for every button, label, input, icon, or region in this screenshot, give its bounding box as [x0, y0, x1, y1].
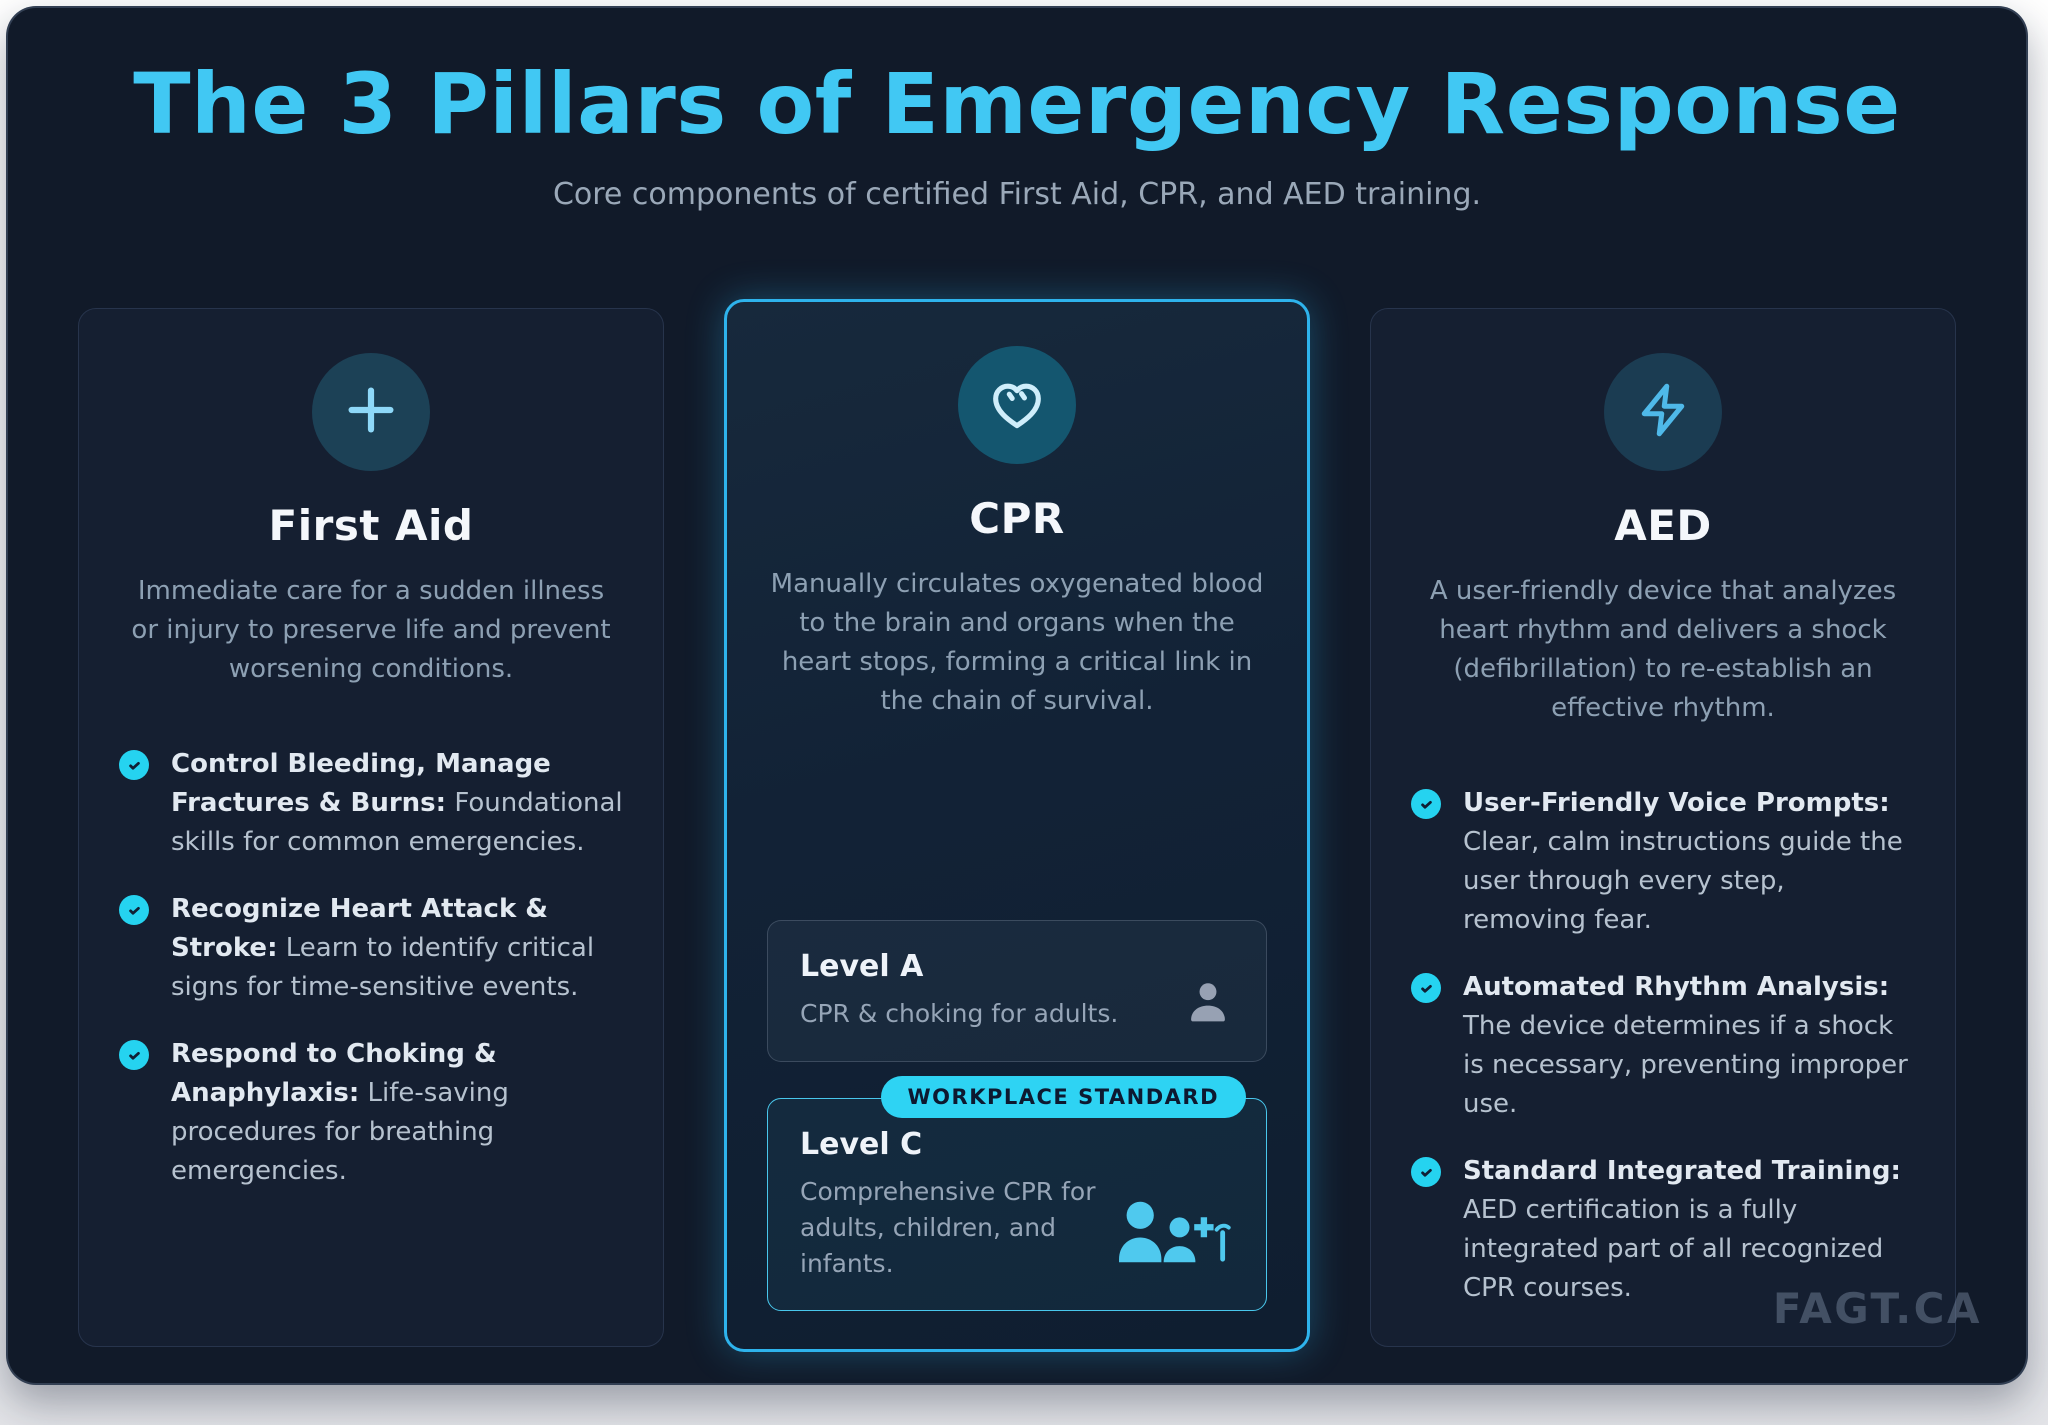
level-name: Level C [800, 1126, 923, 1162]
bullet-text: Respond to Choking & Anaphylaxis: Life-s… [171, 1039, 509, 1187]
people-group-icon [1116, 1198, 1234, 1282]
list-item: Recognize Heart Attack & Stroke: Learn t… [119, 890, 623, 1007]
spacer [767, 721, 1267, 920]
heart-pulse-icon [985, 371, 1049, 439]
check-circle-icon [119, 750, 149, 781]
workplace-standard-badge: WORKPLACE STANDARD [880, 1075, 1246, 1118]
level-description: CPR & choking for adults. [800, 999, 1119, 1029]
list-item: User-Friendly Voice Prompts: Clear, calm… [1411, 784, 1915, 940]
bullet-text: Recognize Heart Attack & Stroke: Learn t… [171, 894, 595, 1003]
cpr-icon-circle [958, 346, 1076, 465]
check-circle-icon [1411, 973, 1441, 1004]
level-description: Comprehensive CPR for adults, children, … [800, 1176, 1096, 1279]
cpr-level-a-box: Level A CPR & choking for adults. [767, 920, 1267, 1062]
card-title: CPR [969, 494, 1065, 544]
first-aid-icon-circle [312, 353, 430, 472]
level-c-text: Level C Comprehensive CPR for adults, ch… [800, 1127, 1110, 1283]
check-circle-icon [119, 1040, 149, 1071]
aed-icon-circle [1604, 353, 1722, 472]
bullet-text: Automated Rhythm Analysis: The device de… [1463, 972, 1908, 1120]
card-title: AED [1614, 501, 1712, 551]
card-title: First Aid [268, 501, 474, 551]
card-first-aid: First Aid Immediate care for a sudden il… [78, 308, 664, 1348]
bullet-text: User-Friendly Voice Prompts: Clear, calm… [1463, 788, 1903, 936]
card-aed: AED A user-friendly device that analyzes… [1370, 308, 1956, 1348]
check-circle-icon [119, 895, 149, 926]
pillar-cards-row: First Aid Immediate care for a sudden il… [8, 299, 2026, 1353]
page-subtitle: Core components of certified First Aid, … [552, 177, 1482, 213]
plus-icon [340, 379, 402, 445]
bullet-text: Standard Integrated Training: AED certif… [1463, 1156, 1901, 1304]
check-circle-icon [1411, 1157, 1441, 1188]
card-description: Immediate care for a sudden illness or i… [131, 576, 611, 685]
lightning-bolt-icon [1633, 380, 1693, 444]
list-item: Standard Integrated Training: AED certif… [1411, 1152, 1915, 1308]
list-item: Automated Rhythm Analysis: The device de… [1411, 968, 1915, 1124]
person-icon [1182, 977, 1234, 1033]
level-name: Level A [800, 949, 924, 985]
card-description: A user-friendly device that analyzes hea… [1429, 576, 1897, 724]
watermark: FAGT.CA [1772, 1284, 1982, 1333]
card-cpr: CPR Manually circulates oxygenated blood… [724, 299, 1310, 1353]
first-aid-bullet-list: Control Bleeding, Manage Fractures & Bur… [119, 719, 623, 1191]
bullet-text: Control Bleeding, Manage Fractures & Bur… [171, 749, 623, 858]
header: The 3 Pillars of Emergency Response Core… [8, 8, 2026, 216]
list-item: Respond to Choking & Anaphylaxis: Life-s… [119, 1035, 623, 1191]
card-description: Manually circulates oxygenated blood to … [770, 569, 1264, 717]
infographic-panel: The 3 Pillars of Emergency Response Core… [6, 6, 2028, 1385]
list-item: Control Bleeding, Manage Fractures & Bur… [119, 745, 623, 862]
level-a-text: Level A CPR & choking for adults. [800, 949, 1118, 1032]
check-circle-icon [1411, 789, 1441, 820]
page-title: The 3 Pillars of Emergency Response [133, 55, 1901, 153]
aed-bullet-list: User-Friendly Voice Prompts: Clear, calm… [1411, 758, 1915, 1308]
cpr-level-c-box: WORKPLACE STANDARD Level C Comprehensive… [767, 1075, 1267, 1312]
